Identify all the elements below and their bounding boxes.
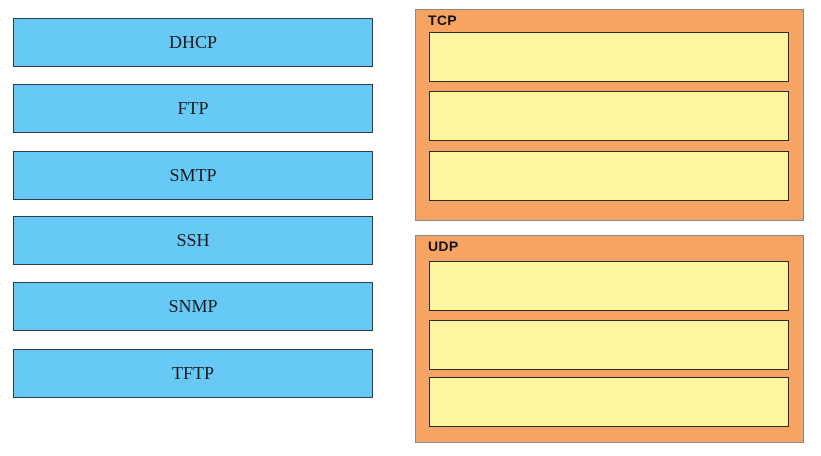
drag-item-smtp[interactable]: SMTP xyxy=(13,151,373,200)
drag-item-label: SMTP xyxy=(169,165,217,185)
tcp-drop-slot-2[interactable] xyxy=(429,91,789,141)
group-title: TCP xyxy=(428,12,457,28)
drag-item-label: SSH xyxy=(176,230,210,250)
tcp-group: TCP xyxy=(415,9,804,221)
drag-item-tftp[interactable]: TFTP xyxy=(13,349,373,398)
udp-drop-slot-1[interactable] xyxy=(429,261,789,311)
udp-drop-slot-2[interactable] xyxy=(429,320,789,370)
drag-item-label: SNMP xyxy=(168,296,218,316)
udp-drop-slot-3[interactable] xyxy=(429,377,789,427)
udp-group: UDP xyxy=(415,235,804,443)
drag-item-ssh[interactable]: SSH xyxy=(13,216,373,265)
drag-item-dhcp[interactable]: DHCP xyxy=(13,18,373,67)
group-title: UDP xyxy=(428,238,459,254)
tcp-drop-slot-1[interactable] xyxy=(429,32,789,82)
drag-item-label: FTP xyxy=(177,98,209,118)
drag-item-snmp[interactable]: SNMP xyxy=(13,282,373,331)
tcp-drop-slot-3[interactable] xyxy=(429,151,789,201)
drag-item-label: DHCP xyxy=(168,32,217,52)
drag-item-label: TFTP xyxy=(171,363,214,383)
drag-item-ftp[interactable]: FTP xyxy=(13,84,373,133)
